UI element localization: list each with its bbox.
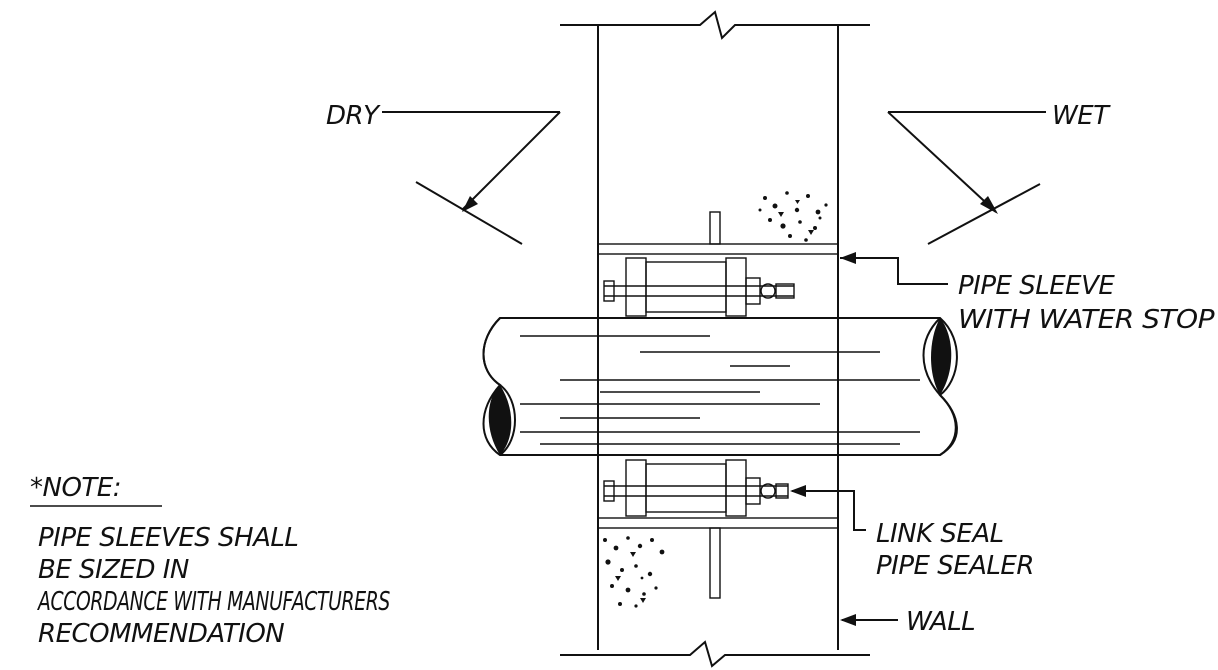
link-seal-label-line1: LINK SEAL — [876, 519, 1004, 549]
wet-label: WET — [1052, 101, 1111, 131]
water-stop — [709, 211, 721, 599]
dry-side-marker — [382, 111, 561, 245]
wet-side-marker — [887, 111, 1046, 245]
note-line-4: RECOMMENDATION — [38, 619, 284, 649]
wall-arrowhead — [840, 614, 856, 626]
note-line-2: BE SIZED IN — [38, 555, 189, 585]
pipe-sealer-label-line2: PIPE SEALER — [876, 551, 1034, 581]
dry-arrowhead — [462, 196, 478, 212]
top-break-line — [560, 10, 870, 40]
wall — [560, 10, 870, 668]
pipe-sleeve-label-line1: PIPE SLEEVE — [958, 271, 1115, 301]
link-seal-leader — [790, 485, 866, 531]
pipe-sleeve-label-line2: WITH WATER STOP — [958, 305, 1215, 335]
pipe-sleeve-arrowhead — [840, 252, 856, 264]
wall-leader — [840, 614, 898, 626]
dry-label: DRY — [326, 101, 381, 131]
note-heading: *NOTE: — [30, 473, 121, 503]
concrete-aggregate-upper — [758, 191, 828, 242]
note-line-1: PIPE SLEEVES SHALL — [38, 523, 298, 553]
note-line-3: ACCORDANCE WITH MANUFACTURERS — [37, 587, 390, 617]
wall-label: WALL — [906, 607, 975, 637]
link-seal-lower — [603, 459, 789, 517]
link-seal-arrowhead — [790, 485, 806, 497]
bottom-break-line — [560, 640, 870, 668]
pipe — [482, 317, 958, 456]
concrete-aggregate-lower — [603, 536, 665, 608]
pipe-sleeve-leader — [840, 252, 948, 285]
link-seal-upper — [603, 257, 795, 317]
